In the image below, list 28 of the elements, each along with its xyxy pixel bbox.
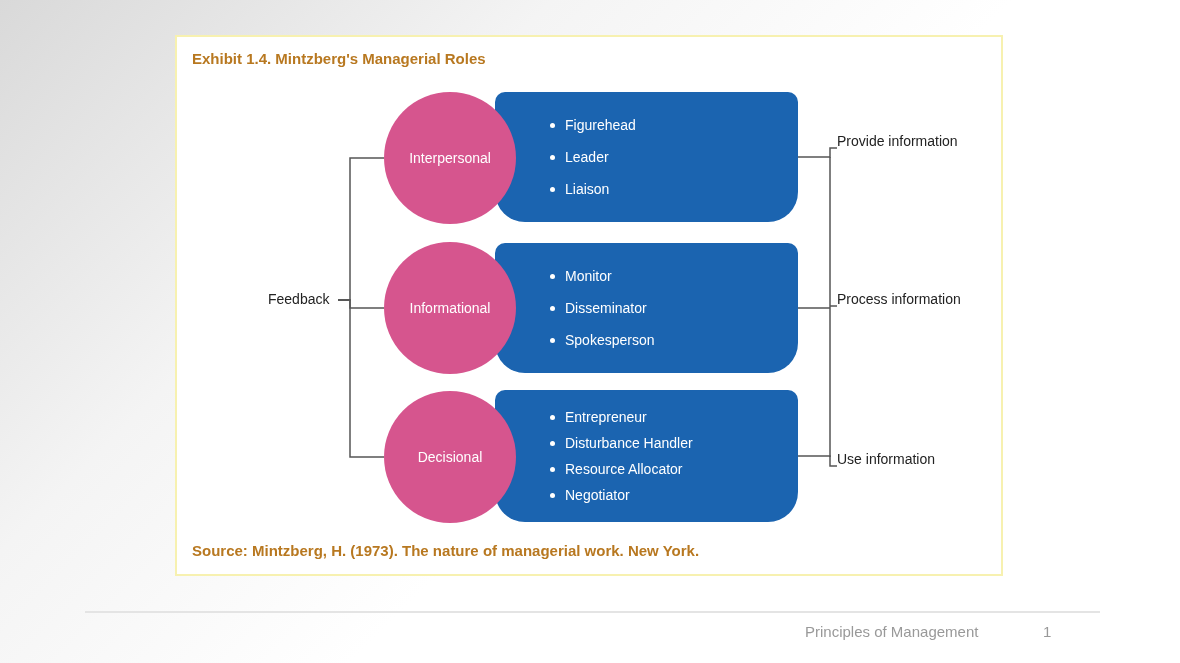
page-number: 1 [1043,623,1052,640]
role-list-box [495,390,798,522]
footer-title: Principles of Management [805,623,979,640]
role-item: Entrepreneur [565,409,647,425]
role-name: Informational [409,300,491,316]
role-item: Negotiator [565,487,630,503]
role-name: Interpersonal [409,150,491,166]
flow-label: Provide information [837,133,958,149]
connector-line [797,156,838,458]
role-item: Disseminator [565,300,647,316]
role-list-box [495,243,798,373]
role-item: Resource Allocator [565,461,683,477]
source-caption: Source: Mintzberg, H. (1973). The nature of managerial work. New York. [192,542,700,559]
flow-label: Use information [837,451,936,467]
role-item: Figurehead [565,117,636,133]
role-item: Spokesperson [565,332,655,348]
role-item: Monitor [565,268,612,284]
role-list-box [495,92,798,222]
flow-label: Feedback [268,291,330,307]
connector-line [797,455,838,467]
role-item: Liaison [565,181,610,197]
connector-line [797,147,838,158]
flow-label: Process information [837,291,961,307]
connector-line [337,299,385,458]
role-item: Leader [565,149,609,165]
exhibit-title: Exhibit 1.4. Mintzberg's Managerial Roles [192,50,486,67]
role-item: Disturbance Handler [565,435,693,451]
role-name: Decisional [417,449,483,465]
